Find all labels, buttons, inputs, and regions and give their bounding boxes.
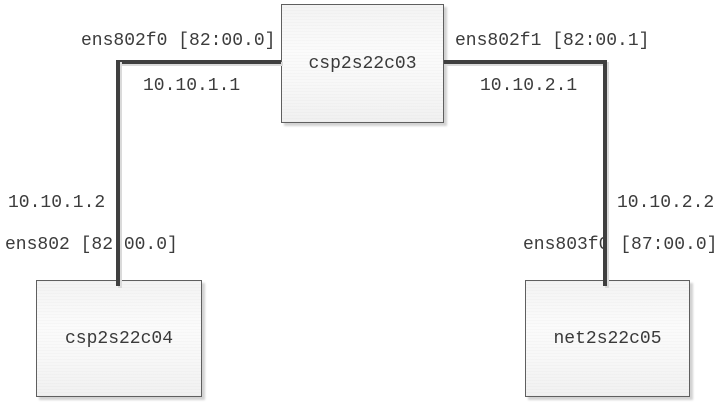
link2-ip-label-top: 10.10.2.1 bbox=[480, 76, 578, 96]
node-label: csp2s22c04 bbox=[64, 328, 174, 349]
link2-interface-label-bottom: ens803f0 [87:00.0] bbox=[523, 235, 718, 255]
link1-horizontal-segment bbox=[116, 60, 281, 64]
node-csp2s22c04: csp2s22c04 bbox=[36, 280, 202, 397]
link1-interface-label-top: ens802f0 [82:00.0] bbox=[81, 31, 276, 51]
node-label: net2s22c05 bbox=[553, 328, 662, 349]
link2-horizontal-segment bbox=[444, 60, 607, 64]
link1-ip-label-bottom: 10.10.1.2 bbox=[8, 193, 106, 213]
link2-ip-label-bottom: 10.10.2.2 bbox=[617, 193, 715, 213]
link1-vertical-segment bbox=[116, 60, 120, 286]
link2-interface-label-top: ens802f1 [82:00.1] bbox=[455, 31, 650, 51]
link1-ip-label-top: 10.10.1.1 bbox=[143, 76, 241, 96]
node-label: csp2s22c03 bbox=[308, 53, 417, 74]
link1-interface-label-bottom: ens802 [82:00.0] bbox=[5, 235, 178, 255]
link2-vertical-segment bbox=[603, 60, 607, 286]
node-net2s22c05: net2s22c05 bbox=[525, 280, 690, 397]
node-csp2s22c03: csp2s22c03 bbox=[281, 4, 444, 123]
